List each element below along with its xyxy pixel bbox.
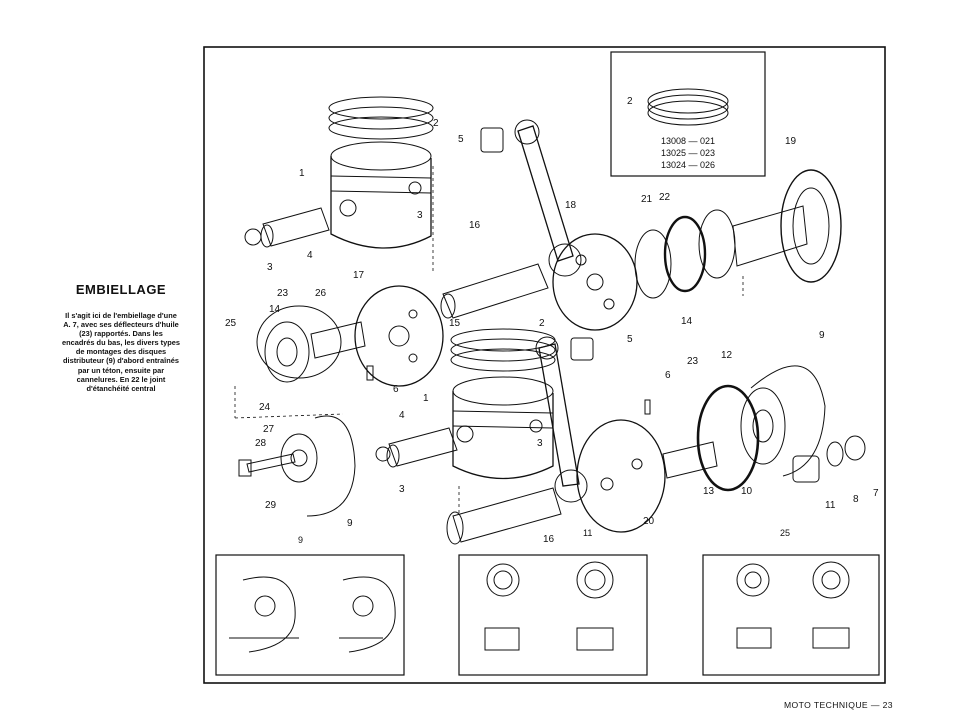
- conrod-upper: [517, 125, 574, 262]
- callout-number: 19: [785, 136, 797, 147]
- callout-number: 2: [627, 96, 633, 107]
- section-heading: EMBIELLAGE: [75, 282, 167, 297]
- callout-number: 14: [269, 304, 281, 315]
- callout-number: 3: [537, 438, 543, 449]
- callout-number: 25: [225, 318, 237, 329]
- inset-label-11: 11: [583, 528, 592, 538]
- sleeve-11: [792, 455, 820, 483]
- callout-number: 15: [449, 318, 461, 329]
- inset-label-9: 9: [298, 535, 303, 545]
- ring-code: 13008 — 021: [661, 136, 715, 146]
- wrist-pin-lower: [388, 427, 458, 467]
- callout-number: 1: [423, 393, 429, 404]
- callout-number: 18: [565, 200, 577, 211]
- needle-bearing-upper: [480, 127, 504, 153]
- callout-number: 14: [681, 316, 693, 327]
- callout-number: 13: [703, 486, 715, 497]
- callout-number: 12: [721, 350, 733, 361]
- ring-inset-box: [610, 51, 766, 177]
- callout-number: 2: [433, 118, 439, 129]
- callout-number: 9: [347, 518, 353, 529]
- callout-number: 21: [641, 194, 653, 205]
- callout-number: 16: [469, 220, 481, 231]
- callout-number: 5: [458, 134, 464, 145]
- callout-number: 10: [741, 486, 753, 497]
- callout-number: 1: [299, 168, 305, 179]
- callout-number: 22: [659, 192, 671, 203]
- piston-lower: [452, 391, 554, 480]
- flywheel-19: [780, 169, 842, 283]
- callout-number: 6: [393, 384, 399, 395]
- crank-shaft-19: [732, 205, 808, 267]
- callout-number: 23: [277, 288, 289, 299]
- deflector-23: [256, 305, 342, 379]
- piston-ring-upper: [328, 96, 434, 120]
- callout-number: 20: [643, 516, 655, 527]
- piston-upper: [330, 156, 432, 249]
- figure-caption: Il s'agit ici de l'embiellage d'une A. 7…: [62, 311, 180, 393]
- callout-number: 7: [873, 488, 879, 499]
- callout-number: 24: [259, 402, 271, 413]
- bearing-25: [264, 321, 310, 383]
- callout-number: 4: [307, 250, 313, 261]
- ring-code: 13024 — 026: [661, 160, 715, 170]
- callout-number: 5: [627, 334, 633, 345]
- callout-number: 6: [665, 370, 671, 381]
- bolt-29: [246, 453, 296, 473]
- distributor-disc-lower: [306, 415, 356, 517]
- callout-number: 29: [265, 500, 277, 511]
- callout-number: 3: [399, 484, 405, 495]
- callout-number: 27: [263, 424, 275, 435]
- inset-box-25: [702, 554, 880, 676]
- callout-number: 17: [353, 270, 365, 281]
- crankpin-lower: [452, 487, 562, 543]
- flywheel-20: [576, 419, 666, 533]
- ring-code: 13025 — 023: [661, 148, 715, 158]
- caption-column: EMBIELLAGE Il s'agit ici de l'embiellage…: [62, 282, 180, 393]
- callout-number: 3: [267, 262, 273, 273]
- conrod-lower: [538, 343, 580, 487]
- page-footer: MOTO TECHNIQUE — 23: [784, 700, 893, 710]
- deflector-lower: [696, 384, 760, 492]
- callout-number: 9: [819, 330, 825, 341]
- distributor-disc-9: [750, 365, 826, 477]
- inset-box-11: [458, 554, 648, 676]
- crankpin-upper: [442, 263, 549, 319]
- callout-number: 4: [399, 410, 405, 421]
- callout-number: 16: [543, 534, 555, 545]
- callout-number: 2: [539, 318, 545, 329]
- inset-label-25: 25: [780, 528, 790, 538]
- callout-number: 8: [853, 494, 859, 505]
- callout-number: 23: [687, 356, 699, 367]
- figure-frame: [203, 46, 886, 684]
- exploded-crankshaft-drawing: 13008 — 021 13025 — 023 13024 — 026 9 11…: [203, 46, 886, 684]
- bearing-12: [740, 387, 786, 465]
- flywheel-18: [552, 233, 638, 331]
- callout-number: 11: [825, 500, 836, 511]
- callout-number: 26: [315, 288, 327, 299]
- callout-number: 28: [255, 438, 267, 449]
- wrist-pin-upper: [262, 207, 330, 247]
- oil-seal-22: [663, 215, 707, 293]
- flywheel-17: [354, 285, 444, 387]
- callout-labels: 1122233334455667899101112131414151616171…: [225, 96, 879, 545]
- inset-box-9: [215, 554, 405, 676]
- callout-number: 3: [417, 210, 423, 221]
